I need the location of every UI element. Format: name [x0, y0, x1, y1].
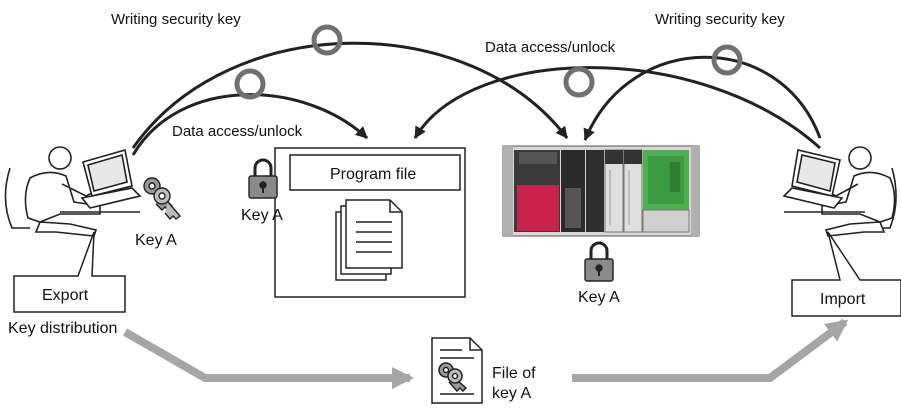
writing-key-arrow-right — [583, 55, 822, 141]
key-file-icon — [431, 337, 483, 404]
writing-key-arrow-left — [131, 41, 569, 149]
ring-icon-writing-right — [711, 44, 743, 76]
documents-icon — [335, 199, 403, 281]
export-callout — [13, 231, 126, 313]
program-file-label: Program file — [330, 166, 416, 183]
key-a-label-pc: Key A — [135, 232, 177, 249]
padlock-icon-file — [248, 158, 278, 199]
key-a-label-file: Key A — [241, 207, 283, 224]
ring-icon-writing-left — [311, 24, 343, 56]
key-a-file-label: key A — [492, 385, 531, 402]
key-distribution-label: Key distribution — [8, 320, 117, 337]
distribution-flow-arrow-left — [123, 328, 414, 389]
ring-icon-data-left — [234, 68, 266, 100]
keys-icon — [143, 177, 182, 221]
import-callout — [791, 231, 901, 317]
writing-key-label-left: Writing security key — [111, 11, 241, 28]
data-access-label-left: Data access/unlock — [172, 123, 303, 140]
import-label: Import — [820, 291, 866, 308]
plc-unit-image — [502, 145, 700, 237]
key-a-label-plc: Key A — [578, 289, 620, 306]
data-access-label-top: Data access/unlock — [485, 39, 616, 56]
export-label: Export — [42, 287, 89, 304]
person-laptop-icon-right — [782, 146, 897, 237]
writing-key-label-right: Writing security key — [655, 11, 785, 28]
file-of-label: File of — [492, 365, 536, 382]
distribution-flow-arrow-right — [572, 318, 849, 382]
data-access-arrow-right — [413, 66, 822, 150]
padlock-icon-plc — [584, 241, 614, 282]
ring-icon-data-right — [563, 66, 595, 98]
person-laptop-icon-left — [4, 146, 142, 237]
program-file-title-box — [289, 154, 461, 191]
